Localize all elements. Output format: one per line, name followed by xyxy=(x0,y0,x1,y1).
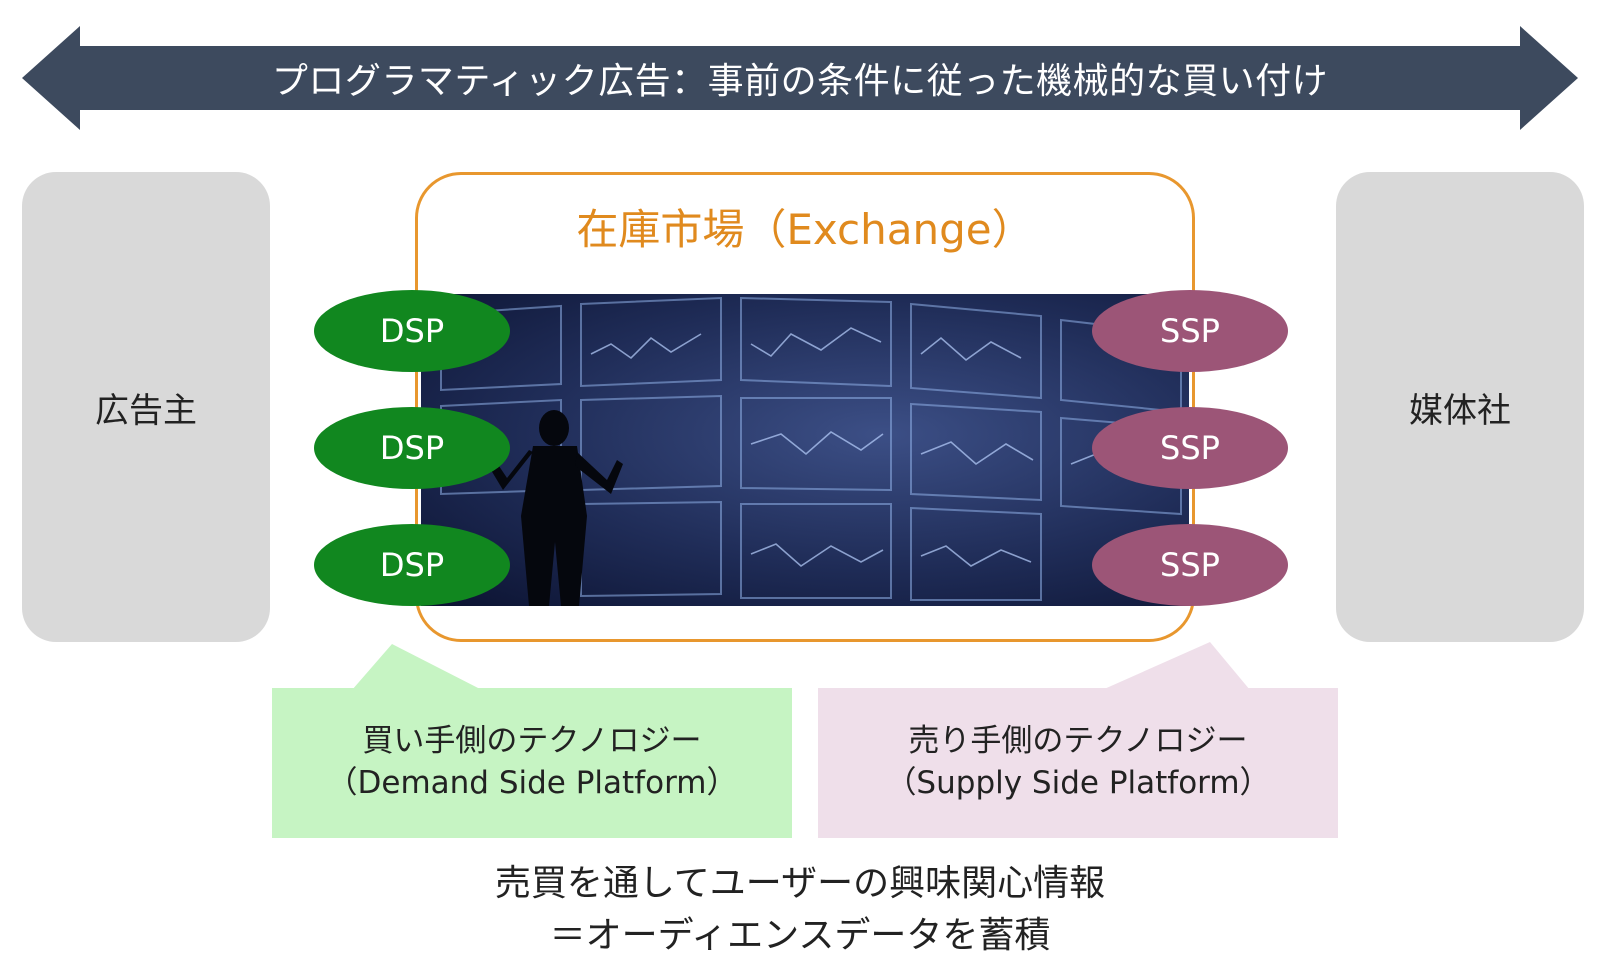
chart-line xyxy=(920,545,1032,567)
ssp-ellipse: SSP xyxy=(1092,407,1288,489)
ssp-label: SSP xyxy=(1160,429,1220,467)
buy-callout-line2: （Demand Side Platform） xyxy=(326,765,738,801)
chart-line xyxy=(750,327,882,358)
trading-screens-illustration xyxy=(440,296,1182,606)
bottom-note-line1: 売買を通してユーザーの興味関心情報 xyxy=(494,863,1106,904)
screen-panel xyxy=(740,397,892,492)
sell-callout-line2: （Supply Side Platform） xyxy=(885,765,1271,801)
chart-line xyxy=(750,431,884,456)
dsp-label: DSP xyxy=(379,312,445,350)
arrow-label: プログラマティック広告：事前の条件に従った機械的な買い付け xyxy=(271,61,1329,102)
ssp-ellipse: SSP xyxy=(1092,524,1288,606)
dsp-label: DSP xyxy=(379,429,445,467)
screen-panel xyxy=(910,402,1042,502)
advertiser-label: 広告主 xyxy=(95,390,197,431)
chart-line xyxy=(750,543,884,568)
double-arrow xyxy=(22,26,1578,130)
bottom-note-line2: ＝オーディエンスデータを蓄積 xyxy=(549,915,1051,957)
sell-callout-pointer xyxy=(1102,642,1250,690)
dsp-ellipse: DSP xyxy=(314,290,510,372)
ssp-label: SSP xyxy=(1160,546,1220,584)
ssp-ellipse: SSP xyxy=(1092,290,1288,372)
buy-side-callout: 買い手側のテクノロジー （Demand Side Platform） xyxy=(272,688,792,838)
buy-callout-pointer xyxy=(352,644,482,690)
screen-panel xyxy=(910,302,1042,400)
screen-panel xyxy=(580,296,722,388)
screen-panel xyxy=(910,506,1042,601)
sell-side-callout: 売り手側のテクノロジー （Supply Side Platform） xyxy=(818,688,1338,838)
ssp-label: SSP xyxy=(1160,312,1220,350)
chart-line xyxy=(590,333,702,360)
double-arrow-shape xyxy=(22,26,1578,130)
advertiser-box: 広告主 xyxy=(22,172,270,642)
buy-callout-line1: 買い手側のテクノロジー xyxy=(362,723,702,760)
dsp-ellipse: DSP xyxy=(314,407,510,489)
market-screens-image xyxy=(421,294,1189,606)
bottom-note: 売買を通してユーザーの興味関心情報 ＝オーディエンスデータを蓄積 xyxy=(0,858,1600,962)
dsp-ellipse: DSP xyxy=(314,524,510,606)
presenter-silhouette xyxy=(491,410,623,606)
screen-panel xyxy=(740,296,892,388)
chart-line xyxy=(920,336,1022,362)
publisher-box: 媒体社 xyxy=(1336,172,1584,642)
chart-line xyxy=(920,441,1034,466)
publisher-label: 媒体社 xyxy=(1409,390,1511,431)
screen-panel xyxy=(740,503,892,599)
sell-callout-line1: 売り手側のテクノロジー xyxy=(908,723,1248,760)
exchange-title: 在庫市場（Exchange） xyxy=(576,205,1034,254)
dsp-label: DSP xyxy=(379,546,445,584)
